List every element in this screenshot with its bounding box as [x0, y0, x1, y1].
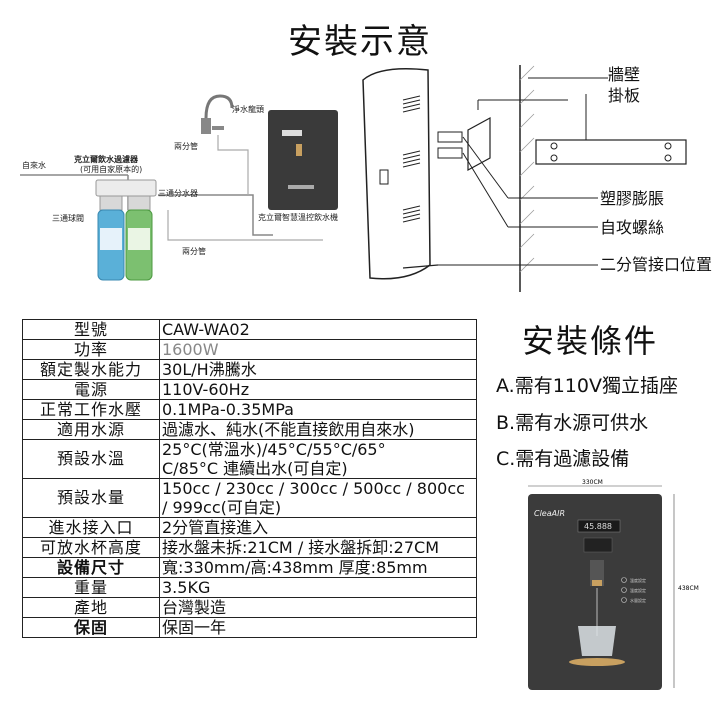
- wall-label: 牆壁: [608, 65, 640, 84]
- two-way-pipe-top-label: 兩分管: [174, 141, 198, 151]
- condition-c: C.需有過濾設備: [496, 448, 630, 470]
- faucet-icon: [201, 94, 234, 134]
- page-title: 安裝示意: [288, 22, 432, 62]
- three-way-splitter-label: 三通分水器: [158, 188, 198, 198]
- spec-key: 可放水杯高度: [22, 537, 160, 558]
- filter-label: 克立爾飲水過濾器: [74, 154, 139, 164]
- wall-mount-section: 牆壁 掛板 塑膠膨脹 自攻螺絲 二分管接口位置: [362, 65, 712, 292]
- spec-key: 適用水源: [22, 419, 160, 440]
- machine-display: 45.888: [584, 522, 612, 531]
- installation-diagram: 淨水龍頭 兩分管 克立爾飲水過濾器 (可用自家原本的) 自來水 三通球閥 三通分…: [8, 60, 712, 292]
- spec-value: 2分管直接進入: [159, 517, 477, 538]
- spec-key: 正常工作水壓: [22, 399, 160, 420]
- condition-b: B.需有水源可供水: [496, 412, 649, 434]
- filter-icon: [95, 179, 157, 281]
- spec-value: 台灣製造: [159, 597, 477, 618]
- faucet-label: 淨水龍頭: [232, 104, 264, 114]
- spec-value: 寬:330mm/高:438mm 厚度:85mm: [159, 557, 477, 578]
- spec-value: 110V-60Hz: [159, 379, 477, 400]
- filter-sub-label: (可用自家原本的): [80, 164, 142, 174]
- spec-value: 保固一年: [159, 617, 477, 638]
- spec-row: 產地台灣製造: [22, 597, 477, 618]
- machine-button-1: 溫度設定: [630, 577, 646, 583]
- machine-brand: CleaAIR: [534, 509, 565, 518]
- condition-a: A.需有110V獨立插座: [496, 375, 678, 397]
- dispenser-label: 克立爾智慧溫控飲水機: [258, 212, 338, 222]
- spec-key: 預設水量: [22, 478, 160, 518]
- spec-value: 25°C(常溫水)/45°C/55°C/65°: [159, 439, 477, 459]
- spec-value-continued: C/85°C 連續出水(可自定): [159, 459, 477, 479]
- spec-value: 過濾水、純水(不能直接飲用自來水): [159, 419, 477, 440]
- spec-value: 30L/H沸騰水: [159, 359, 477, 380]
- spec-value: 0.1MPa-0.35MPa: [159, 399, 477, 420]
- machine-button-2: 溫度設定: [630, 587, 646, 593]
- width-dimension: 330CM: [582, 479, 603, 486]
- spec-row: 可放水杯高度接水盤未拆:21CM / 接水盤拆卸:27CM: [22, 537, 477, 558]
- anchor-label: 塑膠膨脹: [600, 189, 664, 208]
- spec-value: 1600W: [159, 339, 477, 360]
- pipe-position-label: 二分管接口位置: [600, 255, 712, 274]
- spec-row: 適用水源過濾水、純水(不能直接飲用自來水): [22, 419, 477, 440]
- spec-key: 產地: [22, 597, 160, 618]
- spec-key: 保固: [22, 617, 160, 638]
- spec-key: 功率: [22, 339, 160, 360]
- spec-key: 型號: [22, 319, 160, 340]
- two-way-pipe-bottom-label: 兩分管: [182, 246, 206, 256]
- spec-value: 150cc / 230cc / 300cc / 500cc / 800cc: [159, 478, 477, 498]
- spec-value: 接水盤未拆:21CM / 接水盤拆卸:27CM: [159, 537, 477, 558]
- spec-key: 設備尺寸: [22, 557, 160, 578]
- spec-value: CAW-WA02: [159, 319, 477, 340]
- hanger-label: 掛板: [608, 86, 640, 105]
- spec-key: 重量: [22, 577, 160, 598]
- three-way-ball-valve-label: 三通球閥: [52, 213, 84, 223]
- spec-value-continued: / 999cc(可自定): [159, 498, 477, 518]
- spec-key: 預設水溫: [22, 439, 160, 479]
- screw-label: 自攻螺絲: [600, 218, 664, 237]
- spec-key: 進水接入口: [22, 517, 160, 538]
- spec-row: 設備尺寸寬:330mm/高:438mm 厚度:85mm: [22, 557, 477, 578]
- dispenser-icon: [268, 110, 338, 210]
- dispenser-front-illustration: 330CM 438CM CleaAIR 45.888 溫度設定 溫度設定 水量設…: [528, 479, 699, 690]
- conditions-title: 安裝條件: [522, 322, 659, 360]
- spec-key: 額定製水能力: [22, 359, 160, 380]
- tap-water-label: 自來水: [22, 160, 46, 170]
- height-dimension: 438CM: [678, 585, 699, 592]
- spec-key: 電源: [22, 379, 160, 400]
- spec-row: 保固保固一年: [22, 617, 477, 638]
- spec-value: 3.5KG: [159, 577, 477, 598]
- machine-button-3: 水量設定: [630, 597, 646, 603]
- plumbing-section: 淨水龍頭 兩分管 克立爾飲水過濾器 (可用自家原本的) 自來水 三通球閥 三通分…: [20, 94, 338, 281]
